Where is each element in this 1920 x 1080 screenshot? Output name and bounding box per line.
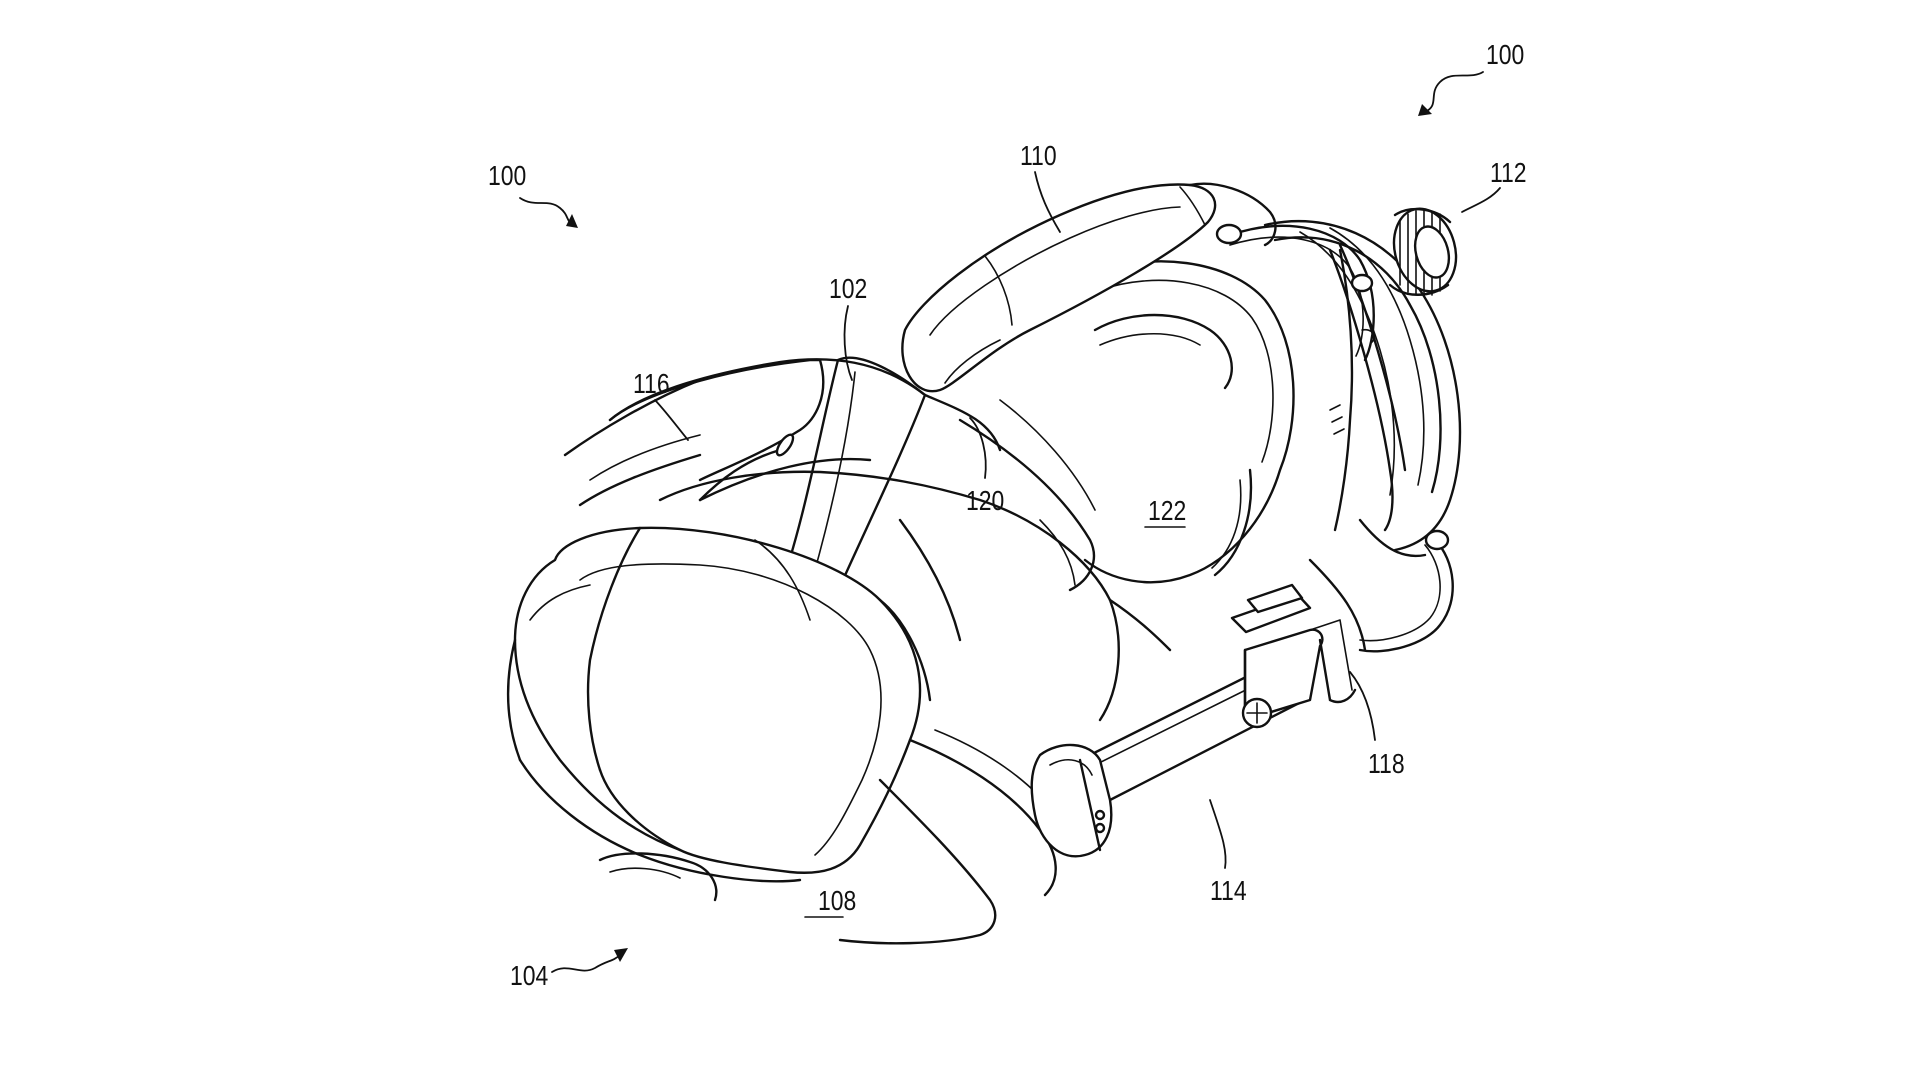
ref-100-left-group: 100 <box>488 161 578 228</box>
ref-118: 118 <box>1368 749 1405 780</box>
ref-108-group: 108 <box>805 886 856 917</box>
ref-112-group: 112 <box>1462 158 1527 212</box>
ref-100-top: 100 <box>1486 40 1524 71</box>
rear-knob-housing <box>1265 202 1465 556</box>
ref-114-group: 114 <box>1210 800 1247 907</box>
ref-102: 102 <box>829 274 867 305</box>
ref-122: 122 <box>1148 496 1186 527</box>
ref-100-top-group: 100 <box>1418 40 1524 116</box>
reference-annotations: 100 100 110 112 102 116 <box>488 40 1527 992</box>
ref-108: 108 <box>818 886 856 917</box>
ref-104-group: 104 <box>510 948 628 992</box>
ref-110: 110 <box>1020 141 1057 172</box>
headset-drawing <box>508 184 1465 944</box>
ref-120-group: 120 <box>966 418 1004 517</box>
ref-112: 112 <box>1490 158 1527 189</box>
ref-114: 114 <box>1210 876 1247 907</box>
ref-100-left: 100 <box>488 161 526 192</box>
ref-120: 120 <box>966 486 1004 517</box>
ref-116-group: 116 <box>633 369 688 440</box>
side-strap-114 <box>1032 585 1323 856</box>
ref-116: 116 <box>633 369 670 400</box>
top-strap <box>902 184 1372 391</box>
ref-104: 104 <box>510 961 548 992</box>
ref-122-group: 122 <box>1145 496 1186 527</box>
ref-118-group: 118 <box>1350 672 1405 780</box>
